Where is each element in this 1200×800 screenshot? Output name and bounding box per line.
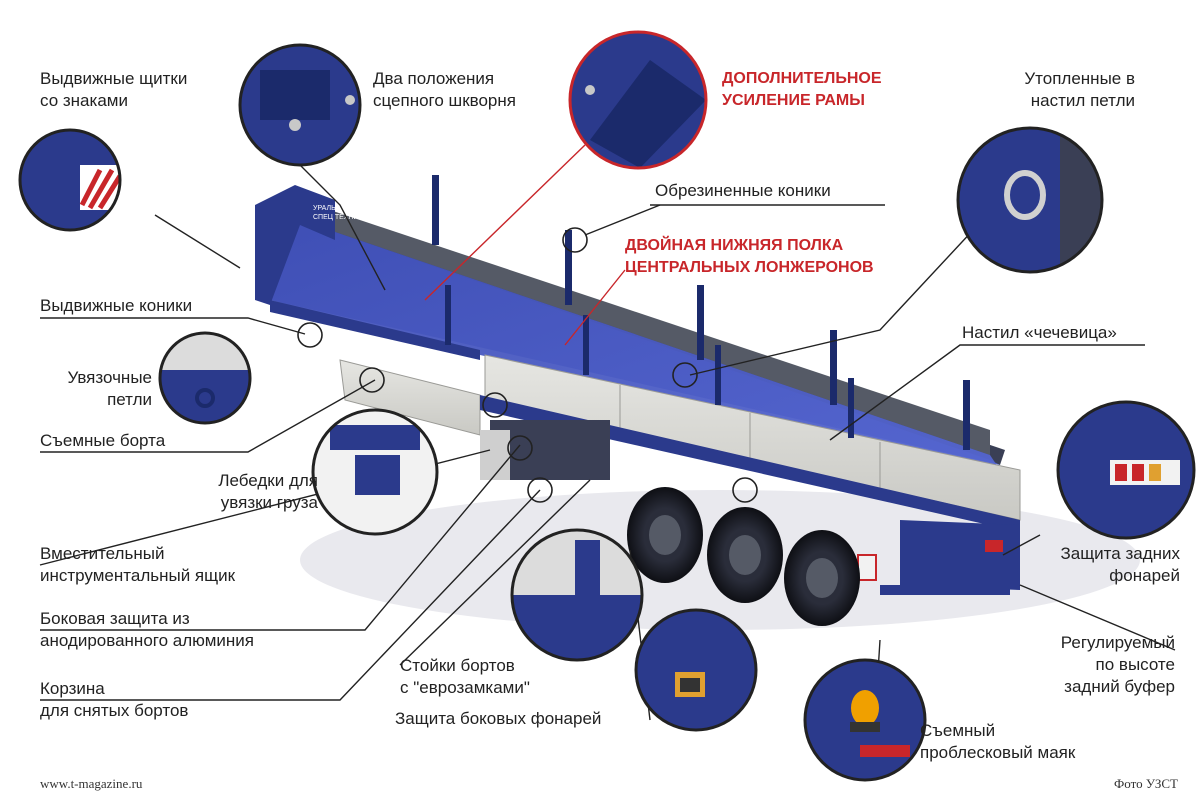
label-line: со знаками xyxy=(40,91,128,110)
inset-lebedki xyxy=(311,408,439,536)
label-dop-usilenie: ДОПОЛНИТЕЛЬНОЕ УСИЛЕНИЕ РАМЫ xyxy=(722,68,882,112)
label-vydvizh-shchitki: Выдвижные щитки со знаками xyxy=(40,68,187,112)
label-line: Два положения xyxy=(373,69,495,88)
brand-text-2: СПЕЦ ТЕХНИКИ xyxy=(313,214,368,221)
label-line: для снятых бортов xyxy=(40,701,189,720)
inset-zadnie-fonari xyxy=(1056,400,1196,540)
label-line: проблесковый маяк xyxy=(920,743,1076,762)
inset-uvyazochnye xyxy=(158,331,252,425)
label-obrezinennye: Обрезиненные коники xyxy=(655,181,831,200)
label-line: увязки груза xyxy=(220,493,318,512)
label-dvoynaya-polka: ДВОЙНАЯ НИЖНЯЯ ПОЛКА ЦЕНТРАЛЬНЫХ ЛОНЖЕРО… xyxy=(625,235,874,279)
leader-lines-red xyxy=(424,144,626,346)
label-line: Увязочные xyxy=(67,368,153,387)
label-line: Утопленные в xyxy=(1024,69,1135,88)
label-line: с "еврозамками" xyxy=(400,678,530,697)
label-zashchita-zadnih: Защита задних фонарей xyxy=(1025,543,1180,587)
label-korzina: Корзина для снятых бортов xyxy=(40,678,188,722)
label-uvyazochnye: Увязочные петли xyxy=(40,367,153,411)
inset-shchitki xyxy=(18,128,122,232)
label-dva-polozheniya: Два положения сцепного шкворня xyxy=(373,68,516,112)
label-line: настил петли xyxy=(1030,91,1135,110)
label-line: по высоте xyxy=(1095,655,1175,674)
label-semnye-borta: Съемные борта xyxy=(40,431,166,450)
side-rail xyxy=(480,395,1020,532)
label-line: инструментальный ящик xyxy=(40,566,236,585)
headboard xyxy=(255,185,335,305)
label-line: задний буфер xyxy=(1064,677,1175,696)
inset-mayak xyxy=(803,658,927,782)
label-line: Выдвижные щитки xyxy=(40,69,188,88)
label-line: Боковая защита из xyxy=(40,609,190,628)
label-line: ДОПОЛНИТЕЛЬНОЕ xyxy=(722,70,882,87)
label-line: ДВОЙНАЯ НИЖНЯЯ ПОЛКА xyxy=(625,237,844,254)
brand-text-1: УРАЛЬСКИЙ ЗАВОД xyxy=(313,203,380,212)
label-vydvizh-koniki: Выдвижные коники xyxy=(40,296,193,315)
rear-end xyxy=(900,520,1020,590)
label-line: Съемный xyxy=(920,721,996,740)
label-line: Регулируемый xyxy=(1060,633,1175,652)
brand-plate: УРАЛЬСКИЙ ЗАВОД СПЕЦ ТЕХНИКИ xyxy=(313,203,380,221)
inset-petli xyxy=(956,126,1104,274)
label-vmestitelny: Вместительный инструментальный ящик xyxy=(40,543,235,587)
label-stoyki: Стойки бортов с "еврозамками" xyxy=(400,655,530,699)
label-semny-mayak: Съемный проблесковый маяк xyxy=(920,720,1075,764)
wheels xyxy=(627,487,860,626)
label-bokovaya-zashchita: Боковая защита из анодированного алюмини… xyxy=(40,608,254,652)
label-line: ЦЕНТРАЛЬНЫХ ЛОНЖЕРОНОВ xyxy=(625,259,874,276)
label-line: анодированного алюминия xyxy=(40,631,254,650)
inset-usilenie xyxy=(568,30,708,170)
footer-photo-credit: Фото УЗСТ xyxy=(1113,776,1178,791)
label-utoplennye: Утопленные в настил петли xyxy=(975,68,1135,112)
label-line: фонарей xyxy=(1109,566,1180,585)
label-line: УСИЛЕНИЕ РАМЫ xyxy=(722,92,865,109)
label-lebedki: Лебедки для увязки груза xyxy=(180,470,318,514)
label-line: Защита задних xyxy=(1060,544,1180,563)
label-reguliruemy: Регулируемый по высоте задний буфер xyxy=(1020,632,1175,698)
pointer-rings xyxy=(297,227,758,503)
label-line: сцепного шкворня xyxy=(373,91,516,110)
label-line: Стойки бортов xyxy=(400,656,515,675)
stakes xyxy=(432,175,970,450)
label-line: Вместительный xyxy=(40,544,165,563)
label-zashchita-bokovyh: Защита боковых фонарей xyxy=(395,709,602,728)
label-nastil: Настил «чечевица» xyxy=(962,323,1117,342)
label-line: Лебедки для xyxy=(218,471,318,490)
label-line: Корзина xyxy=(40,679,105,698)
footer-source-link[interactable]: www.t-magazine.ru xyxy=(40,776,143,791)
inset-shkvoren xyxy=(238,43,362,167)
inset-stoyki xyxy=(510,528,644,662)
inset-bokovye-fonari xyxy=(634,608,758,732)
label-line: петли xyxy=(107,390,152,409)
leader-lines xyxy=(39,164,1176,721)
trailer-body xyxy=(255,175,1021,595)
